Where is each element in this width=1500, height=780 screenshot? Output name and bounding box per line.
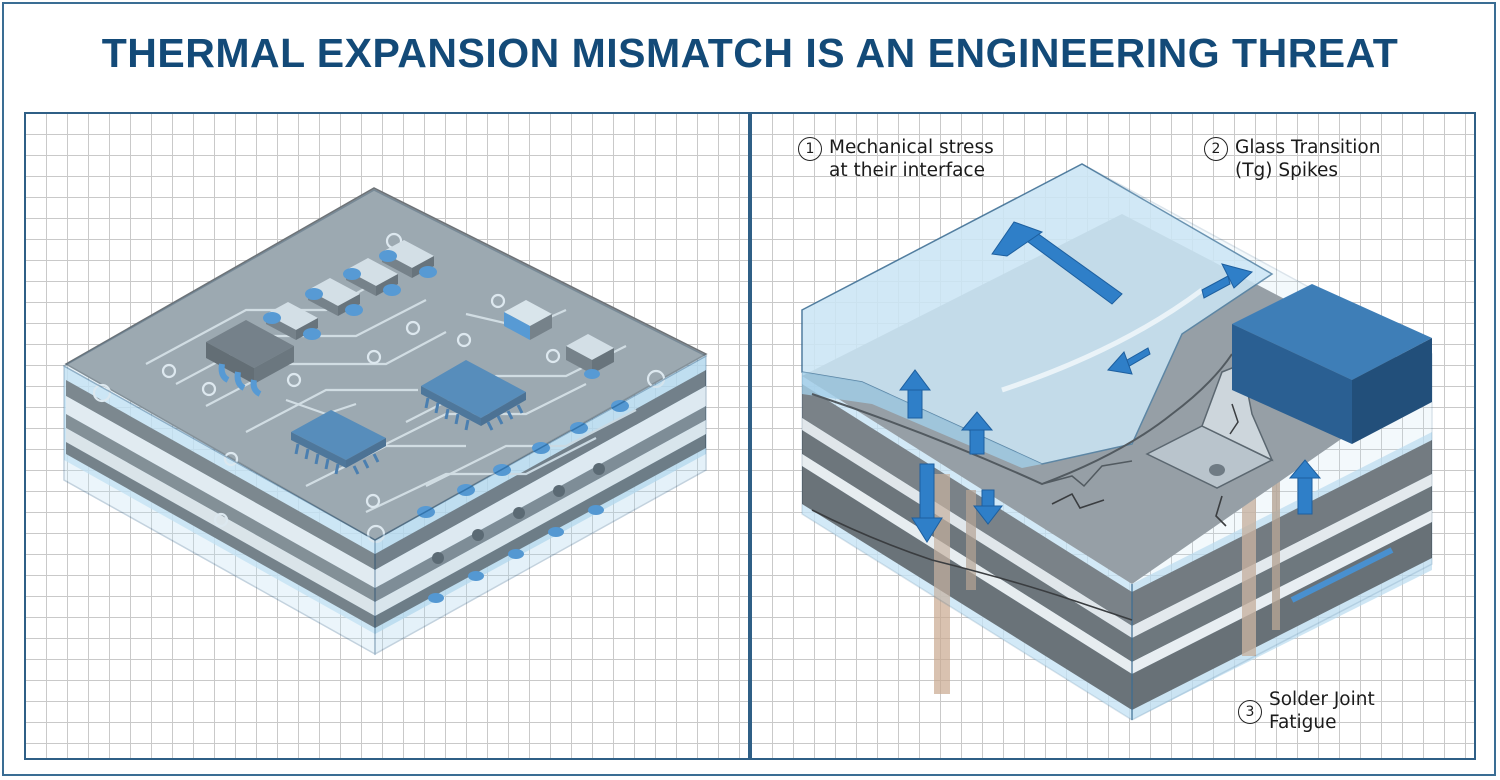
callout-2-line1: Glass Transition <box>1235 137 1381 158</box>
callout-1-line2: at their interface <box>829 160 985 181</box>
stress-arrows <box>899 221 1322 543</box>
callout-solder-joint-fatigue: 3 Solder Joint Fatigue <box>1238 688 1375 734</box>
callout-number-1: 1 <box>798 137 822 161</box>
callout-number-2: 2 <box>1204 137 1228 161</box>
pcb-right-side-layers <box>375 356 706 634</box>
cross-section-right-face <box>1132 432 1432 720</box>
callout-glass-transition: 2 Glass Transition (Tg) Spikes <box>1204 136 1380 182</box>
encapsulant-box <box>62 189 708 656</box>
solder-lead-bracket <box>1145 362 1274 489</box>
page-title: THERMAL EXPANSION MISMATCH IS AN ENGINEE… <box>101 30 1399 76</box>
pcb-left-side-layers <box>64 366 375 634</box>
pcb-via-rings <box>92 232 666 544</box>
ic-package-block <box>1232 284 1432 444</box>
chip-resistors <box>263 240 614 379</box>
failure-cross-section-illustration <box>801 163 1433 721</box>
panel-failure-cross-section: 1 Mechanical stress at their interface 2… <box>750 112 1476 760</box>
crack-lines <box>811 492 1227 621</box>
callout-number-3: 3 <box>1238 700 1262 724</box>
callout-3-line1: Solder Joint <box>1269 689 1375 710</box>
qfn-chip-large <box>421 360 526 431</box>
edge-solder-pads <box>417 400 629 518</box>
panel-intact-pcb <box>24 112 750 760</box>
qfn-chip-small <box>291 410 386 475</box>
callout-mechanical-stress: 1 Mechanical stress at their interface <box>798 136 994 182</box>
callout-2-line2: (Tg) Spikes <box>1235 160 1339 181</box>
left-via-column <box>934 474 976 694</box>
intact-pcb-illustration <box>62 187 708 656</box>
callout-3-line2: Fatigue <box>1269 712 1337 733</box>
callout-1-line1: Mechanical stress <box>829 137 994 158</box>
outer-glass-box <box>801 163 1433 721</box>
sot-transistor <box>206 320 294 397</box>
